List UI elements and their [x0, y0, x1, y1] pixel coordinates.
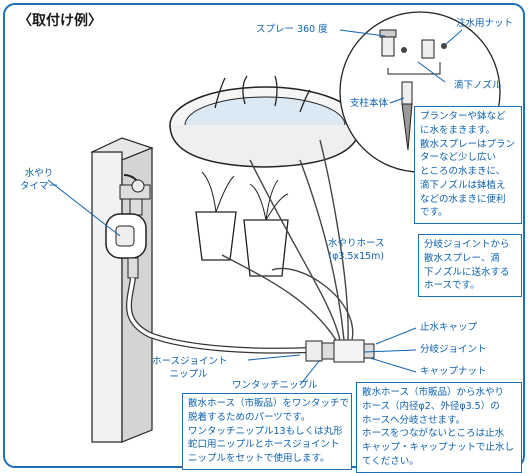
label-watering-hose-line1: 水やりホース — [328, 238, 385, 249]
label-stop-nut: 注水用ナット — [456, 18, 514, 29]
note-planter-line: プランターや鉢など — [420, 111, 506, 122]
note-hose-line: キャップ・キャップナットで止水し — [362, 442, 515, 454]
note-planter-line: 滴下ノズルは鉢植え — [420, 179, 506, 191]
note-onetouch-line: 散水ホース（市販品）をワンタッチで — [188, 398, 350, 409]
page-title: 〈取付け例〉 — [18, 13, 102, 29]
note-branch-line: 分岐ジョイントから — [424, 239, 510, 250]
label-drip-nozzle: 滴下ノズル — [454, 80, 502, 91]
label-stake-body: 支柱本体 — [350, 98, 389, 109]
note-hose-line: てください。 — [362, 455, 419, 467]
label-stop-cap: 止水キャップ — [420, 322, 478, 333]
label-branch-joint: 分岐ジョイント — [420, 344, 487, 355]
small-pot-left — [195, 171, 237, 261]
label-cap-nut: キャップナット — [420, 366, 487, 377]
note-hose-line: ホースをつながないところは止水 — [362, 428, 505, 440]
note-planter-line: 散水スプレーはプラン — [420, 138, 516, 150]
note-branch-line: 散水スプレー、滴 — [424, 252, 500, 264]
label-spray-360: スプレー 360 度 — [256, 24, 328, 35]
faucet — [119, 174, 151, 216]
label-water-timer-line1: 水やり — [24, 168, 54, 179]
label-water-timer-line2: タイマー — [20, 180, 59, 192]
note-hose-line: ホース（内径φ2、外径φ3.5）の — [362, 400, 500, 412]
note-branch-line: ホースです。 — [424, 280, 480, 292]
round-planter — [169, 75, 361, 168]
note-planter-line: ターなど少し広い — [420, 152, 497, 164]
note-planter-line: です。 — [420, 207, 448, 219]
note-onetouch-line: ニップルをセットで使用します。 — [188, 453, 330, 465]
label-onetouch-nipple: ワンタッチニップル — [232, 380, 318, 391]
leader-lines — [47, 29, 463, 386]
note-planter-line: に水をまきます。 — [420, 124, 496, 136]
water-timer — [105, 213, 147, 279]
label-hose-joint-line1: ホースジョイント — [152, 356, 228, 367]
label-watering-hose-line2: (φ3.5x15m) — [328, 250, 385, 262]
note-onetouch-line: 蛇口用ニップルとホースジョイント — [188, 439, 340, 451]
note-garden-hose: 散水ホース（市販品）から水やり ホース（内径φ2、外径φ3.5）の ホースへ分岐… — [356, 382, 522, 473]
note-planter-line: などの水まきに便利 — [420, 193, 506, 205]
note-branch-hose: 分岐ジョイントから 散水スプレー、滴 下ノズルに送水する ホースです。 — [418, 234, 522, 298]
label-hose-joint-nipple: ホースジョイント ニップル — [152, 356, 228, 382]
label-watering-hose: 水やりホース (φ3.5x15m) — [328, 238, 385, 264]
label-water-timer: 水やり タイマー — [20, 168, 58, 194]
note-onetouch-line: 脱着するためのパーツです。 — [188, 411, 311, 423]
note-onetouch-line: ワンタッチニップル13もしくは丸形 — [188, 425, 343, 437]
label-hose-joint-line2: ニップル — [169, 368, 208, 380]
note-planter-line: ところの水まきに、 — [420, 166, 506, 178]
note-hose-line: 散水ホース（市販品）から水やり — [362, 387, 505, 398]
note-planter: プランターや鉢など に水をまきます。 散水スプレーはプラン ターなど少し広い と… — [414, 106, 522, 225]
note-onetouch: 散水ホース（市販品）をワンタッチで 脱着するためのパーツです。 ワンタッチニップ… — [182, 393, 352, 470]
joint-assembly — [305, 339, 375, 363]
irrigation-lines — [221, 139, 354, 341]
note-branch-line: 下ノズルに送水する — [424, 266, 510, 278]
note-hose-line: ホースへ分岐させます。 — [362, 414, 466, 426]
small-pot-right — [243, 179, 289, 277]
